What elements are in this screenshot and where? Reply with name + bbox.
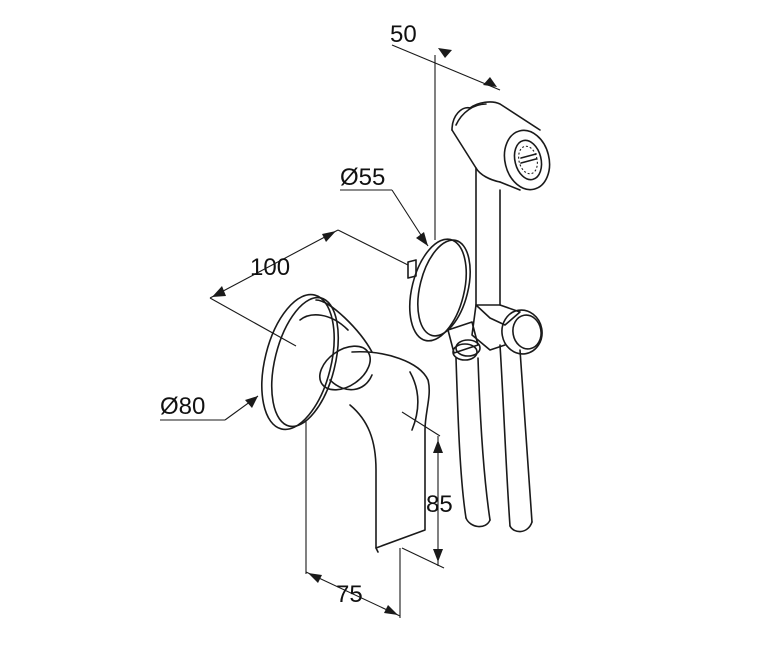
dimension-50: 50	[390, 21, 501, 240]
spray-handle	[451, 101, 551, 306]
dimension-label-dia-80: Ø80	[160, 393, 205, 420]
hand-shower-assembly	[407, 101, 551, 533]
mixer-assembly	[261, 293, 441, 553]
dimension-label-50: 50	[390, 21, 417, 48]
dimension-85: 85	[401, 436, 453, 569]
dimension-75: 75	[305, 420, 401, 618]
wall-elbow-rosette	[407, 238, 471, 342]
dimension-label-100: 100	[250, 254, 290, 281]
wall-rosette	[261, 293, 340, 431]
dimension-dia-55: Ø55	[340, 164, 429, 247]
dimension-label-dia-55: Ø55	[340, 164, 385, 191]
dimension-label-75: 75	[336, 581, 363, 608]
hose	[455, 344, 533, 533]
shower-holder	[471, 304, 543, 355]
hose-connector	[447, 321, 481, 361]
dimension-dia-80: Ø80	[160, 393, 259, 421]
dimension-label-85: 85	[426, 491, 453, 518]
dimension-100: 100	[209, 229, 409, 347]
mixer-handle	[299, 299, 441, 553]
